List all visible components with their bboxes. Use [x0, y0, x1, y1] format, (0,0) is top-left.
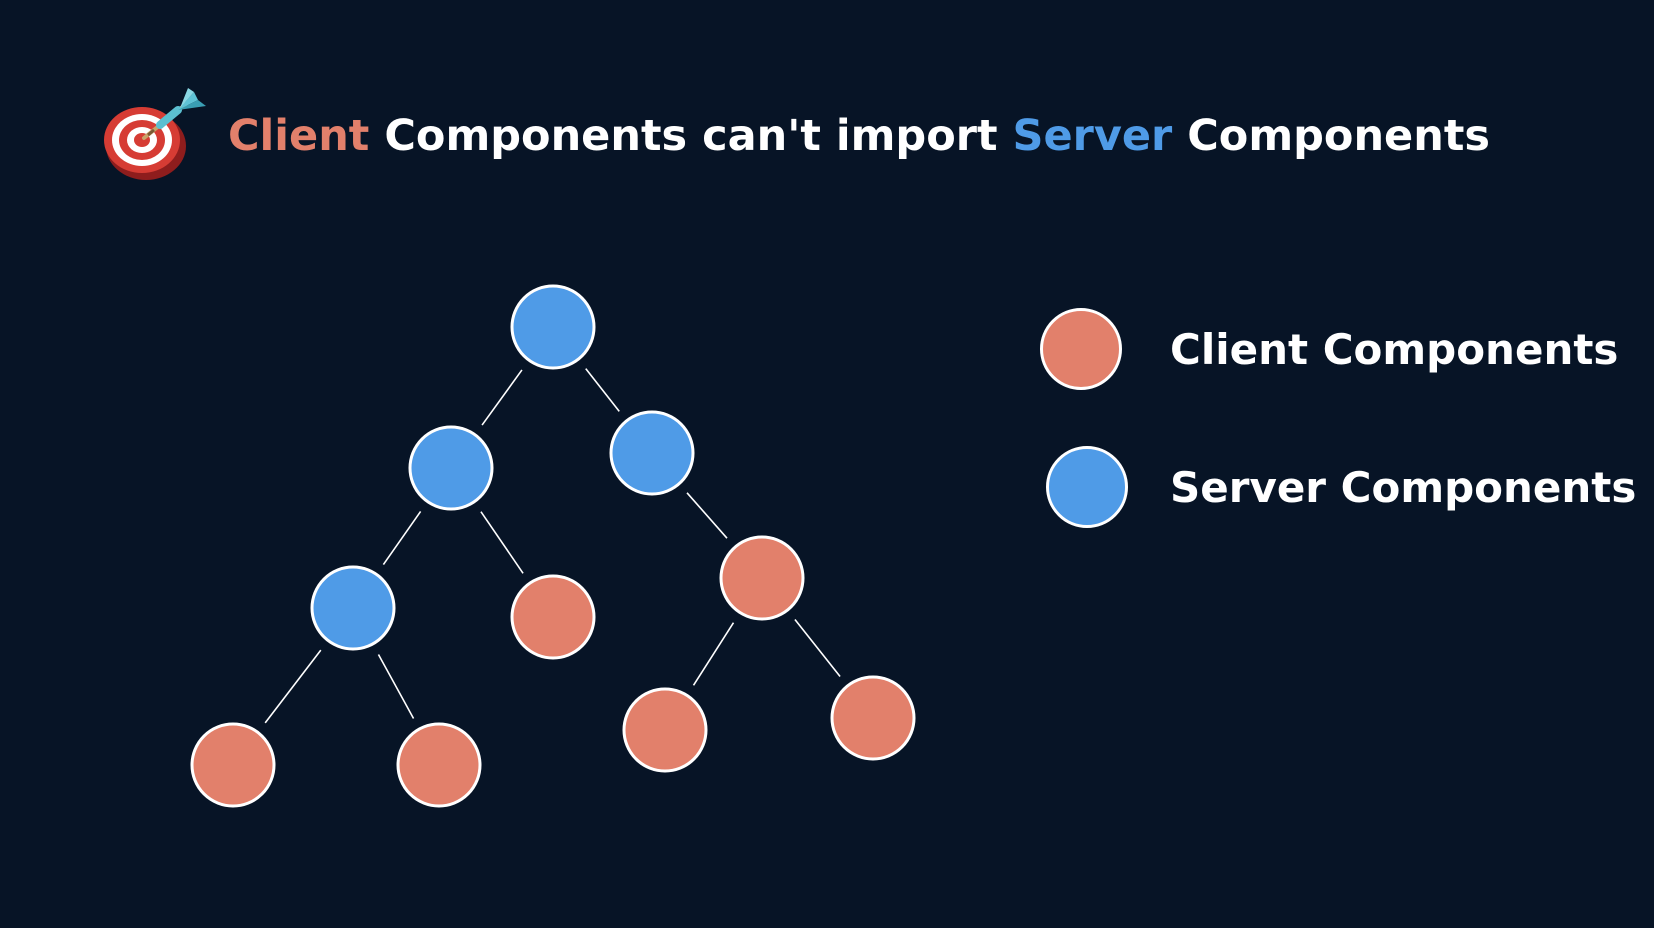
legend-item-client: Client Components: [1040, 305, 1618, 393]
slide-title: Client Components can't import Server Co…: [98, 86, 1490, 186]
legend: Client Components Server Components: [1040, 305, 1636, 531]
tree-edge-s1-s3: [382, 510, 422, 566]
tree-edge-s1-c1: [480, 511, 524, 574]
tree-edge-s2-c2: [686, 492, 728, 539]
target-dart-icon: [104, 88, 206, 180]
tree-node-client-c5: [622, 687, 708, 773]
legend-server-dot: [1046, 446, 1128, 528]
title-end-text: Components: [1172, 111, 1490, 161]
title-client-word: Client: [228, 111, 370, 161]
tree-edges: [264, 368, 841, 724]
tree-edge-root-s1: [481, 369, 523, 426]
tree-node-server-s2: [609, 410, 695, 496]
tree-edge-s3-c3: [264, 649, 322, 724]
tree-node-server-root: [510, 284, 596, 370]
tree-node-server-s3: [310, 565, 396, 651]
legend-client-dot: [1040, 308, 1122, 390]
tree-nodes: [190, 284, 916, 808]
title-middle-text: Components can't import: [369, 111, 1013, 161]
title-server-word: Server: [1012, 111, 1173, 161]
legend-client-label: Client Components: [1170, 324, 1619, 374]
tree-node-client-c6: [830, 675, 916, 761]
tree-edge-c2-c6: [794, 619, 841, 677]
legend-item-server: Server Components: [1040, 443, 1636, 531]
tree-edge-s3-c4: [377, 654, 415, 719]
tree-node-client-c1: [510, 574, 596, 660]
title-text: Client Components can't import Server Co…: [228, 111, 1490, 161]
legend-server-label: Server Components: [1170, 462, 1637, 512]
tree-node-server-s1: [408, 425, 494, 511]
tree-node-client-c3: [190, 722, 276, 808]
tree-node-client-c4: [396, 722, 482, 808]
tree-edge-c2-c5: [692, 622, 735, 686]
tree-edge-root-s2: [585, 368, 620, 412]
tree-node-client-c2: [719, 535, 805, 621]
